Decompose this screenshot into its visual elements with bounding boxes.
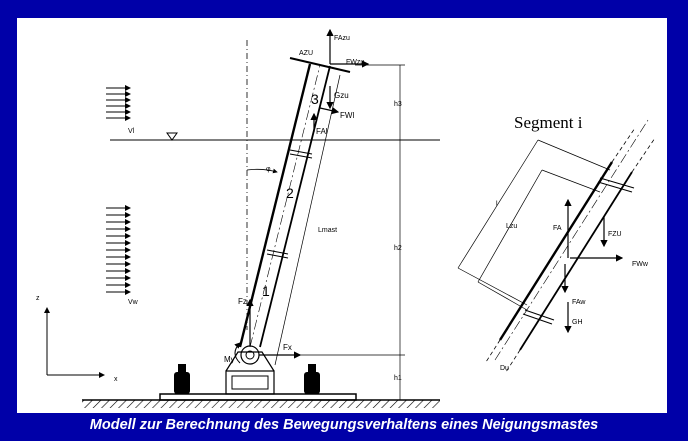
force-arrows-base [246, 298, 302, 359]
mast-foundation [159, 351, 357, 401]
segment-number-1: 1 [262, 283, 270, 299]
seabed-ground [82, 399, 440, 408]
label-h1: h1 [394, 375, 402, 382]
label-lmast: Lmast [318, 227, 337, 234]
height-dimensions [300, 64, 405, 401]
label-my: My [224, 355, 235, 364]
label-gzu: Gzu [334, 91, 349, 100]
segment-number-2: 2 [286, 185, 294, 201]
mast-diagram: Vl Vw z x [36, 28, 656, 408]
wind-velocity-arrows [106, 85, 131, 121]
label-l: l [496, 201, 498, 208]
axis-label-z: z [36, 295, 40, 302]
figure-caption: Modell zur Berechnung des Bewegungsverha… [89, 417, 599, 433]
label-fa: FA [553, 225, 562, 232]
segment-force-arrows [561, 198, 624, 334]
mast-segment-joints [266, 149, 313, 259]
label-vl: Vl [128, 128, 135, 135]
label-h3: h3 [394, 101, 402, 108]
label-fal: FAl [316, 127, 328, 136]
segment-detail [457, 119, 656, 373]
label-fx: Fx [283, 343, 292, 352]
lmast-dimension-line [274, 74, 341, 366]
water-surface [110, 132, 440, 141]
diagram-panel: Vl Vw z x [17, 18, 667, 413]
label-gh: GH [572, 319, 583, 326]
current-velocity-arrows [106, 205, 131, 295]
label-azu: AZU [299, 50, 313, 57]
angle-arc [246, 168, 278, 174]
label-fww: FWw [632, 261, 649, 268]
segment-number-3: 3 [311, 91, 319, 107]
anchor-weight-right [304, 364, 320, 394]
coordinate-axes [44, 307, 105, 378]
label-vw: Vw [128, 299, 139, 306]
mast-joint [240, 345, 260, 365]
force-arrows-top [310, 28, 370, 132]
label-du: Du [500, 365, 509, 372]
segment-detail-title: Segment i [514, 113, 583, 132]
label-faw: FAw [572, 299, 586, 306]
anchor-weight-left [174, 364, 190, 394]
label-fz: Fz [238, 297, 247, 306]
moment-arc-my [234, 342, 241, 364]
label-fwl: FWl [340, 111, 354, 120]
label-fwzu: FWzu [346, 59, 364, 66]
label-h2: h2 [394, 245, 402, 252]
mast-head-plate [289, 57, 351, 73]
label-phi: φ [266, 166, 271, 173]
label-fazu: FAzu [334, 35, 350, 42]
axis-label-x: x [114, 376, 118, 383]
label-fzu: FZU [608, 231, 622, 238]
label-lzu: Lzu [506, 223, 517, 230]
